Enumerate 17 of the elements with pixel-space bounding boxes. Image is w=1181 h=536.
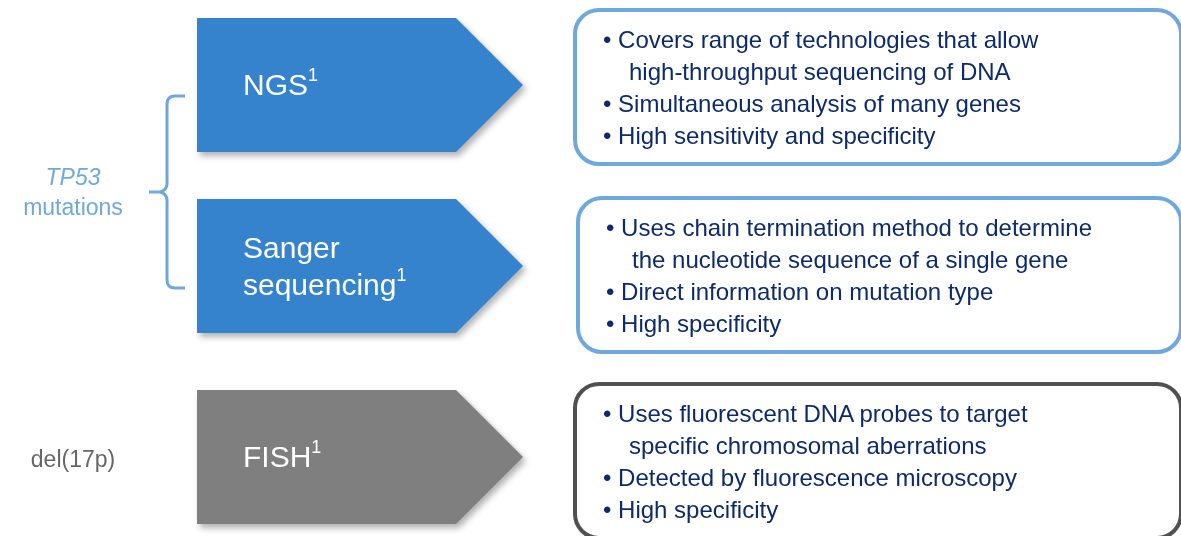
bullet-point: • Direct information on mutation type [606, 277, 995, 307]
bullet-point: • Uses chain termination method to determine the nucleotide sequence of a single gene [606, 213, 1093, 275]
description-card [573, 8, 1181, 166]
bullet-point: • Simultaneous analysis of many genes [603, 89, 1022, 119]
method-name: NGS$^{1}$ [243, 66, 319, 104]
description-card [573, 382, 1181, 536]
bullet-point: • Detected by fluorescence microscopy [603, 463, 1018, 493]
method-name: FISH$^{1}$ [243, 438, 322, 476]
description-card [576, 196, 1181, 354]
bullet-point: • Uses fluorescent DNA probes to target specific chromosomal aberrations [603, 399, 1029, 461]
bullet-point: • Covers range of technologies that allow high-throughput sequencing of DNA [603, 25, 1040, 87]
bullet-point: • High sensitivity and specificity [603, 121, 937, 151]
bullet-point: • High specificity [603, 495, 780, 525]
row-label: del(17p) [29, 445, 117, 474]
row-label: TP53 mutations [22, 163, 124, 222]
bullet-point: • High specificity [606, 309, 783, 339]
method-name: Sanger sequencing$^{1}$ [243, 229, 408, 303]
